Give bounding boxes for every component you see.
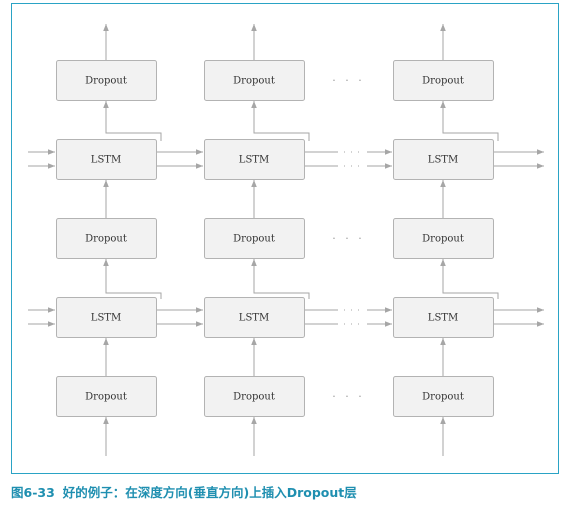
dropout-rect <box>393 60 494 101</box>
dropout-label: Dropout <box>85 234 127 245</box>
lstm-box-r2-c2: LSTM <box>204 139 305 180</box>
dropout-rect <box>204 218 305 259</box>
ellipsis-markers: · · · · · · · · · <box>332 74 364 403</box>
lstm-box-r2-c1: LSTM <box>56 139 157 180</box>
lstm-rect <box>204 297 305 338</box>
dropout-box-r3-c2: Dropout <box>204 218 305 259</box>
ellipsis-r3: · · · <box>332 232 364 245</box>
dropout-box-r1-c3: Dropout <box>393 60 494 101</box>
lstm-rect <box>393 139 494 180</box>
dropout-rect <box>393 376 494 417</box>
lstm-label: LSTM <box>428 155 458 166</box>
lstm-to-dropout-arrow-upper-c3 <box>440 101 499 141</box>
ellipsis-r1: · · · <box>332 74 364 87</box>
dropout-rect <box>393 218 494 259</box>
figure-number: 图6-33 <box>11 485 55 500</box>
dropout-box-r5-c1: Dropout <box>56 376 157 417</box>
dropout-box-r5-c3: Dropout <box>393 376 494 417</box>
dropout-label: Dropout <box>422 234 464 245</box>
lstm-box-r2-c3: LSTM <box>393 139 494 180</box>
lstm-label: LSTM <box>239 155 269 166</box>
lstm-label: LSTM <box>91 155 121 166</box>
lstm-rect <box>393 297 494 338</box>
dropout-label: Dropout <box>233 234 275 245</box>
lstm-rect <box>56 139 157 180</box>
lstm-rect <box>204 139 305 180</box>
dropout-rect <box>204 60 305 101</box>
dropout-label: Dropout <box>422 392 464 403</box>
ellipsis-r5: · · · <box>332 390 364 403</box>
figure-caption: 图6-33 好的例子：在深度方向(垂直方向)上插入Dropout层 <box>11 482 357 501</box>
lstm-box-r4-c2: LSTM <box>204 297 305 338</box>
lstm-label: LSTM <box>428 313 458 324</box>
dropout-label: Dropout <box>422 76 464 87</box>
dropout-box-r1-c2: Dropout <box>204 60 305 101</box>
dropout-rect <box>56 218 157 259</box>
lstm-rect <box>56 297 157 338</box>
dropout-rect <box>204 376 305 417</box>
dropout-box-r5-c2: Dropout <box>204 376 305 417</box>
lstm-label: LSTM <box>239 313 269 324</box>
dropout-rect <box>56 376 157 417</box>
lstm-label: LSTM <box>91 313 121 324</box>
dropout-label: Dropout <box>233 392 275 403</box>
dropout-label: Dropout <box>85 392 127 403</box>
lstm-to-dropout-arrow-c3 <box>440 259 499 299</box>
dropout-rect <box>56 60 157 101</box>
connections <box>28 24 544 456</box>
dropout-box-r3-c1: Dropout <box>56 218 157 259</box>
lstm-to-dropout-arrow-c2 <box>251 259 310 299</box>
lstm-to-dropout-arrow-c1 <box>103 259 162 299</box>
dropout-label: Dropout <box>233 76 275 87</box>
lstm-to-dropout-arrow-upper-c1 <box>103 101 162 141</box>
dropout-box-r1-c1: Dropout <box>56 60 157 101</box>
lstm-box-r4-c3: LSTM <box>393 297 494 338</box>
lstm-to-dropout-arrow-upper-c2 <box>251 101 310 141</box>
figure-frame <box>11 3 559 474</box>
dropout-label: Dropout <box>85 76 127 87</box>
dropout-box-r3-c3: Dropout <box>393 218 494 259</box>
caption-text: 好的例子：在深度方向(垂直方向)上插入Dropout层 <box>62 485 357 500</box>
lstm-box-r4-c1: LSTM <box>56 297 157 338</box>
